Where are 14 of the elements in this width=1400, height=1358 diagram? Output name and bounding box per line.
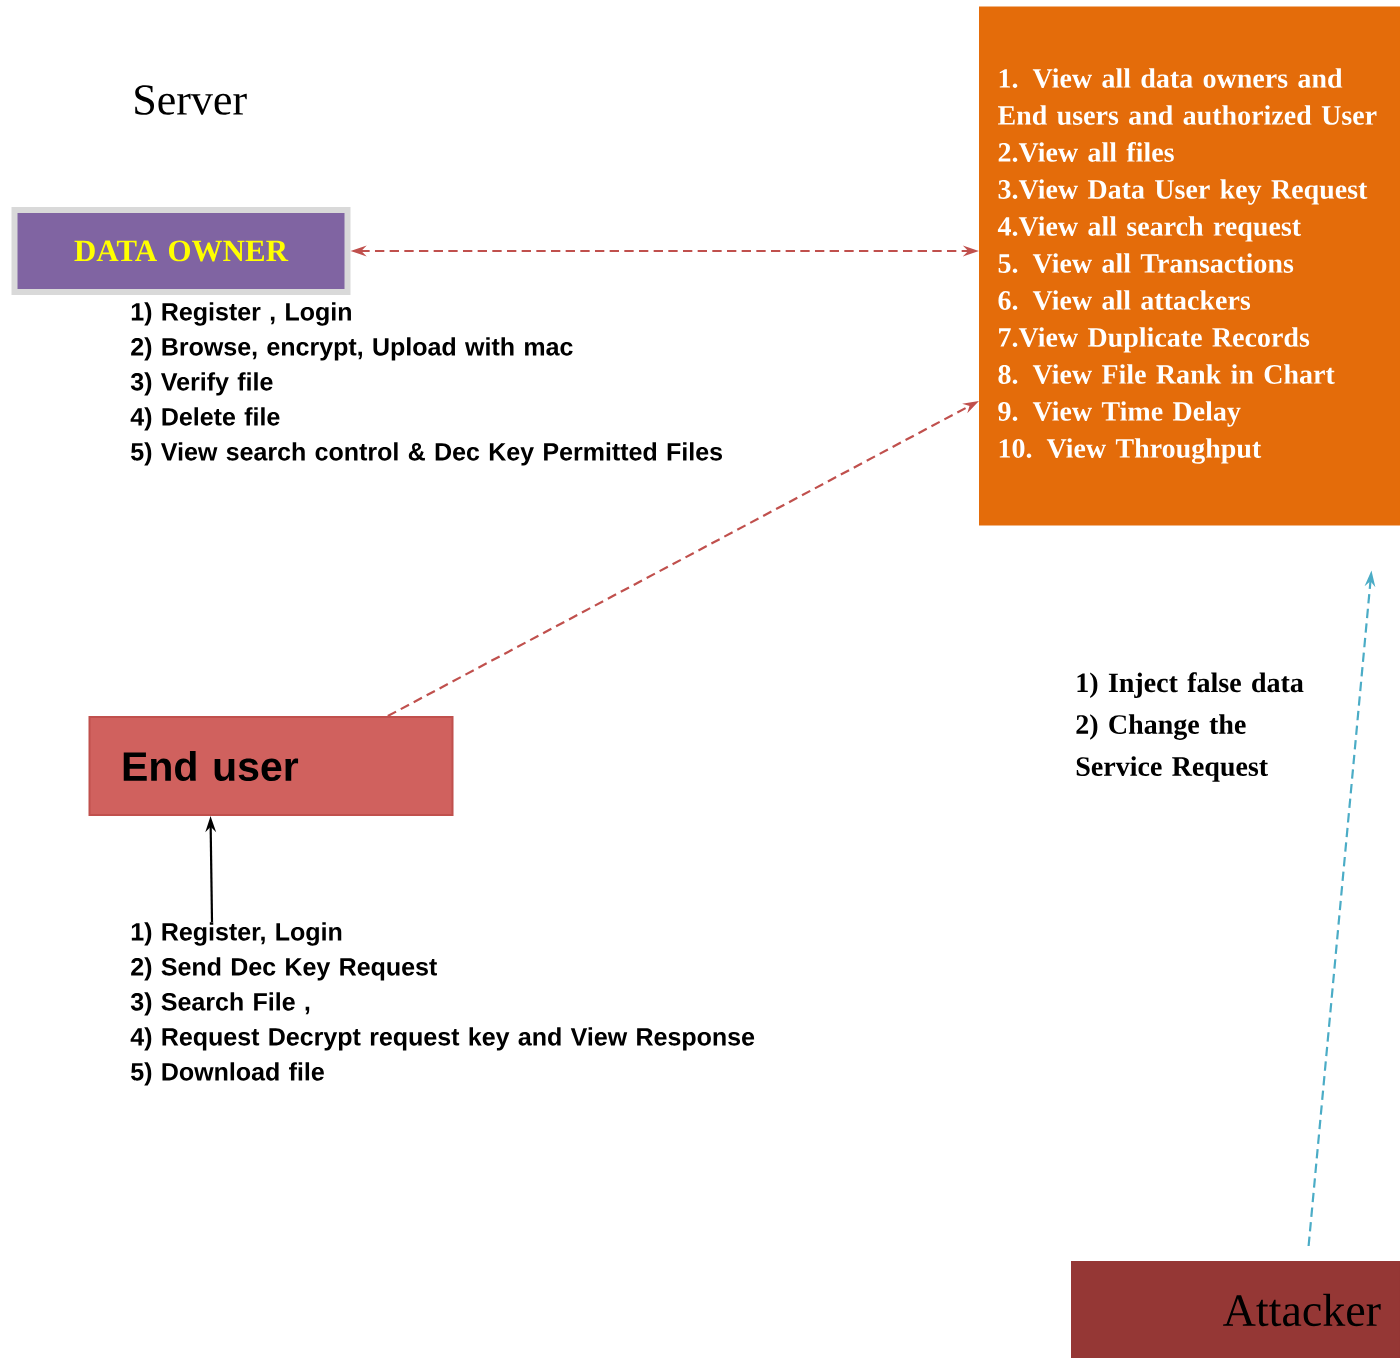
actor-box: DATA OWNER (11, 207, 351, 295)
actor-box: Attacker (1071, 1261, 1400, 1358)
numbered-item: 1) Inject false data (1077, 672, 1304, 698)
title-text: Server (135, 85, 247, 115)
node-label: 1) Register , Login (131, 302, 351, 326)
server-box: 1. View all data owners and End users and authorized User 2.View all files 3.View Data User key Request 4.View all search request 5. View all Transactions 6. View all attackers 7.View Duplicate Records 8. View File Rank in Chart 9. View Time Delay 10. View Throughput (979, 6, 1400, 526)
node-label: 4) Delete file (130, 407, 280, 431)
node-label: 5) View search control & Dec Key Permitted Files (131, 442, 722, 466)
numbered-item: 2) Change the Service Request (1076, 714, 1268, 782)
numbered-list: 1) Register, Login 2) Send Dec Key Request 3) Search File , 4) Request Decrypt request key and View Response 5) Download file (130, 922, 755, 1086)
node-label: 3) Verify file (130, 372, 273, 396)
actor-box: End user (88, 716, 454, 816)
numbered-list: 1) Register , Login 2) Browse, encrypt, Upload with mac 3) Verify file 4) Delete file 5) View search control & Dec Key Permitted Files (130, 302, 722, 466)
node-label: 2) Browse, encrypt, Upload with mac (131, 337, 573, 361)
